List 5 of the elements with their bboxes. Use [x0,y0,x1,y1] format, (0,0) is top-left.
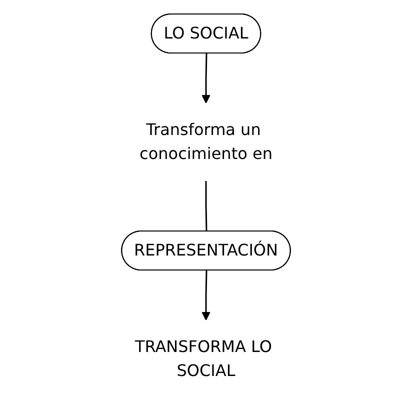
node-text: TRANSFORMA LO SOCIAL [134,336,272,380]
node-text: Transforma un conocimiento en [139,120,272,162]
connector [204,180,207,232]
arrow [201,52,210,103]
arrow [201,270,210,320]
